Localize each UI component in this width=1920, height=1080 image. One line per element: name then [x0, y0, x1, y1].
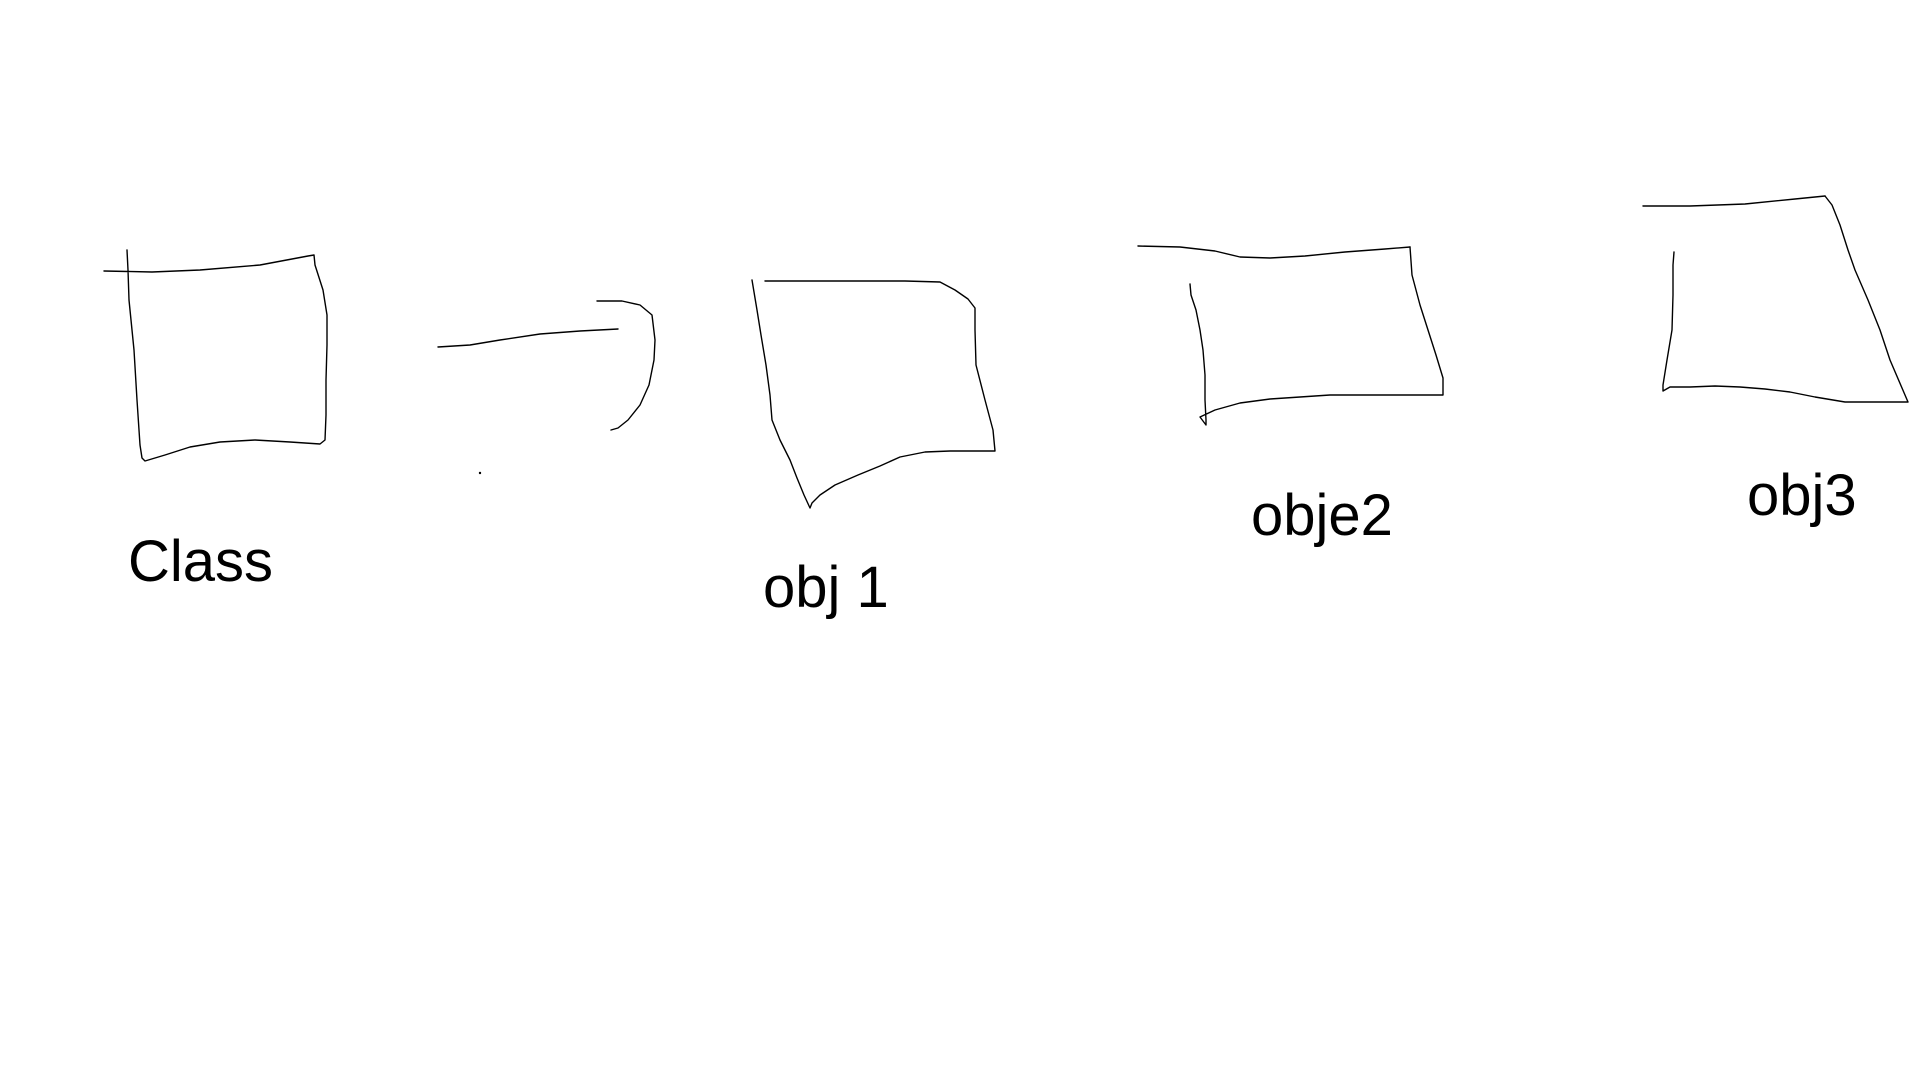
obj3-label: obj3 — [1747, 463, 1857, 528]
obj2-label: obje2 — [1251, 483, 1393, 548]
obj1-node: obj 1 — [751, 279, 996, 620]
class-box — [103, 249, 328, 462]
edge-class-to-obj1 — [437, 300, 656, 475]
class-label: Class — [128, 529, 273, 594]
class-node: Class — [103, 249, 328, 594]
obj3-top-edge — [1642, 195, 1826, 207]
obj2-node: obje2 — [1137, 245, 1444, 548]
obj3-node: obj3 — [1642, 195, 1909, 528]
obj1-box — [751, 279, 996, 509]
obj2-top-edge — [1137, 245, 1411, 259]
obj2-box — [1189, 246, 1444, 426]
arrow-shaft — [437, 328, 619, 348]
stray-dot — [478, 471, 482, 475]
obj1-label: obj 1 — [763, 555, 889, 620]
obj3-box — [1662, 195, 1909, 403]
arrow-head — [596, 300, 656, 431]
